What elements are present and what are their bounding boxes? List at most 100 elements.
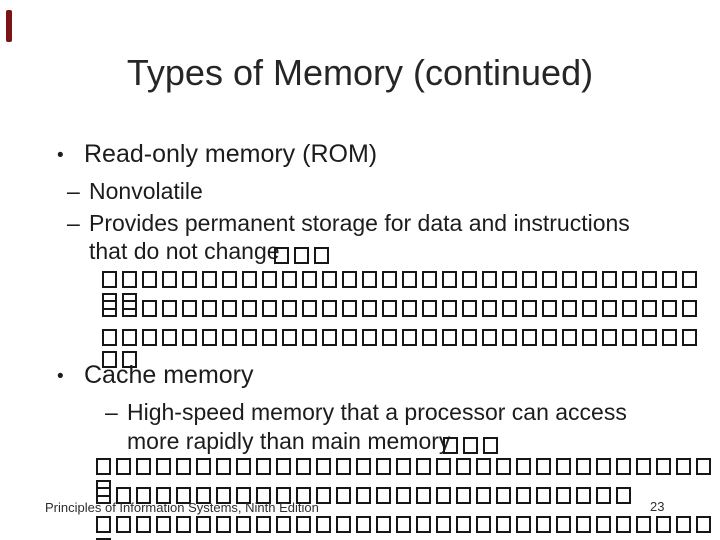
notdef-glyph-run <box>274 242 334 270</box>
notdef-box-glyph <box>96 516 111 533</box>
notdef-box-glyph <box>362 300 377 317</box>
bullet-dot-icon: • <box>57 145 64 166</box>
notdef-box-glyph <box>482 300 497 317</box>
notdef-box-glyph <box>176 458 191 475</box>
notdef-box-glyph <box>196 458 211 475</box>
notdef-box-glyph <box>216 458 231 475</box>
notdef-glyph-row <box>96 458 720 497</box>
bullet-rom: • Read-only memory (ROM) <box>0 139 720 169</box>
footer-book-title: Principles of Information Systems, Ninth… <box>45 500 319 515</box>
notdef-box-glyph <box>536 516 551 533</box>
notdef-box-glyph <box>122 351 137 368</box>
notdef-box-glyph <box>402 271 417 288</box>
notdef-glyph-row <box>102 329 720 368</box>
notdef-box-glyph <box>662 300 677 317</box>
notdef-box-glyph <box>382 271 397 288</box>
notdef-box-glyph <box>422 329 437 346</box>
notdef-box-glyph <box>396 516 411 533</box>
notdef-box-glyph <box>442 300 457 317</box>
footer-page-number: 23 <box>650 499 665 514</box>
notdef-box-glyph <box>483 437 498 454</box>
notdef-box-glyph <box>622 300 637 317</box>
sub-bullet-highspeed-line2: more rapidly than main memory <box>0 427 720 455</box>
notdef-box-glyph <box>696 458 711 475</box>
notdef-box-glyph <box>256 487 271 504</box>
notdef-box-glyph <box>676 516 691 533</box>
notdef-box-glyph <box>236 516 251 533</box>
dash-icon: – <box>67 178 80 204</box>
notdef-box-glyph <box>443 437 458 454</box>
notdef-box-glyph <box>162 271 177 288</box>
sub-bullet-provides-line2: that do not change <box>0 237 720 265</box>
notdef-box-glyph <box>602 271 617 288</box>
notdef-box-glyph <box>262 329 277 346</box>
notdef-box-glyph <box>216 487 231 504</box>
notdef-box-glyph <box>476 458 491 475</box>
corner-accent-mark <box>6 10 12 42</box>
notdef-glyph-run <box>443 432 503 460</box>
notdef-box-glyph <box>682 271 697 288</box>
notdef-box-glyph <box>556 487 571 504</box>
notdef-box-glyph <box>136 458 151 475</box>
notdef-box-glyph <box>456 516 471 533</box>
notdef-box-glyph <box>274 247 289 264</box>
notdef-glyph-row <box>96 516 720 540</box>
notdef-box-glyph <box>596 516 611 533</box>
notdef-box-glyph <box>302 300 317 317</box>
notdef-box-glyph <box>636 516 651 533</box>
notdef-box-glyph <box>202 300 217 317</box>
sub-provides-text-line1: Provides permanent storage for data and … <box>89 210 630 236</box>
notdef-box-glyph <box>176 487 191 504</box>
notdef-box-glyph <box>522 300 537 317</box>
notdef-box-glyph <box>436 458 451 475</box>
notdef-box-glyph <box>436 516 451 533</box>
notdef-box-glyph <box>296 516 311 533</box>
notdef-box-glyph <box>356 516 371 533</box>
notdef-box-glyph <box>576 458 591 475</box>
notdef-box-glyph <box>302 329 317 346</box>
notdef-box-glyph <box>356 458 371 475</box>
notdef-box-glyph <box>296 487 311 504</box>
notdef-box-glyph <box>222 300 237 317</box>
notdef-box-glyph <box>556 516 571 533</box>
notdef-box-glyph <box>336 487 351 504</box>
notdef-box-glyph <box>442 271 457 288</box>
dash-icon: – <box>105 399 118 425</box>
notdef-box-glyph <box>116 458 131 475</box>
notdef-box-glyph <box>536 487 551 504</box>
notdef-box-glyph <box>682 329 697 346</box>
sub-bullet-highspeed-line1: – High-speed memory that a processor can… <box>0 398 720 426</box>
notdef-box-glyph <box>256 516 271 533</box>
notdef-box-glyph <box>676 458 691 475</box>
notdef-box-glyph <box>382 300 397 317</box>
notdef-box-glyph <box>102 271 117 288</box>
notdef-box-glyph <box>116 516 131 533</box>
notdef-box-glyph <box>436 487 451 504</box>
notdef-box-glyph <box>656 458 671 475</box>
notdef-box-glyph <box>276 516 291 533</box>
sub-highspeed-text-line1: High-speed memory that a processor can a… <box>127 399 627 425</box>
notdef-box-glyph <box>314 247 329 264</box>
notdef-box-glyph <box>142 300 157 317</box>
notdef-box-glyph <box>402 329 417 346</box>
notdef-box-glyph <box>502 271 517 288</box>
notdef-box-glyph <box>262 300 277 317</box>
notdef-box-glyph <box>502 329 517 346</box>
notdef-box-glyph <box>156 516 171 533</box>
notdef-box-glyph <box>542 329 557 346</box>
notdef-box-glyph <box>236 458 251 475</box>
notdef-box-glyph <box>696 516 711 533</box>
notdef-box-glyph <box>96 538 111 540</box>
notdef-box-glyph <box>282 329 297 346</box>
notdef-box-glyph <box>136 487 151 504</box>
notdef-box-glyph <box>376 487 391 504</box>
notdef-box-glyph <box>136 516 151 533</box>
notdef-box-glyph <box>294 247 309 264</box>
notdef-box-glyph <box>336 458 351 475</box>
notdef-box-glyph <box>122 329 137 346</box>
notdef-box-glyph <box>516 516 531 533</box>
notdef-box-glyph <box>602 329 617 346</box>
notdef-box-glyph <box>102 329 117 346</box>
notdef-box-glyph <box>242 271 257 288</box>
notdef-box-glyph <box>222 271 237 288</box>
